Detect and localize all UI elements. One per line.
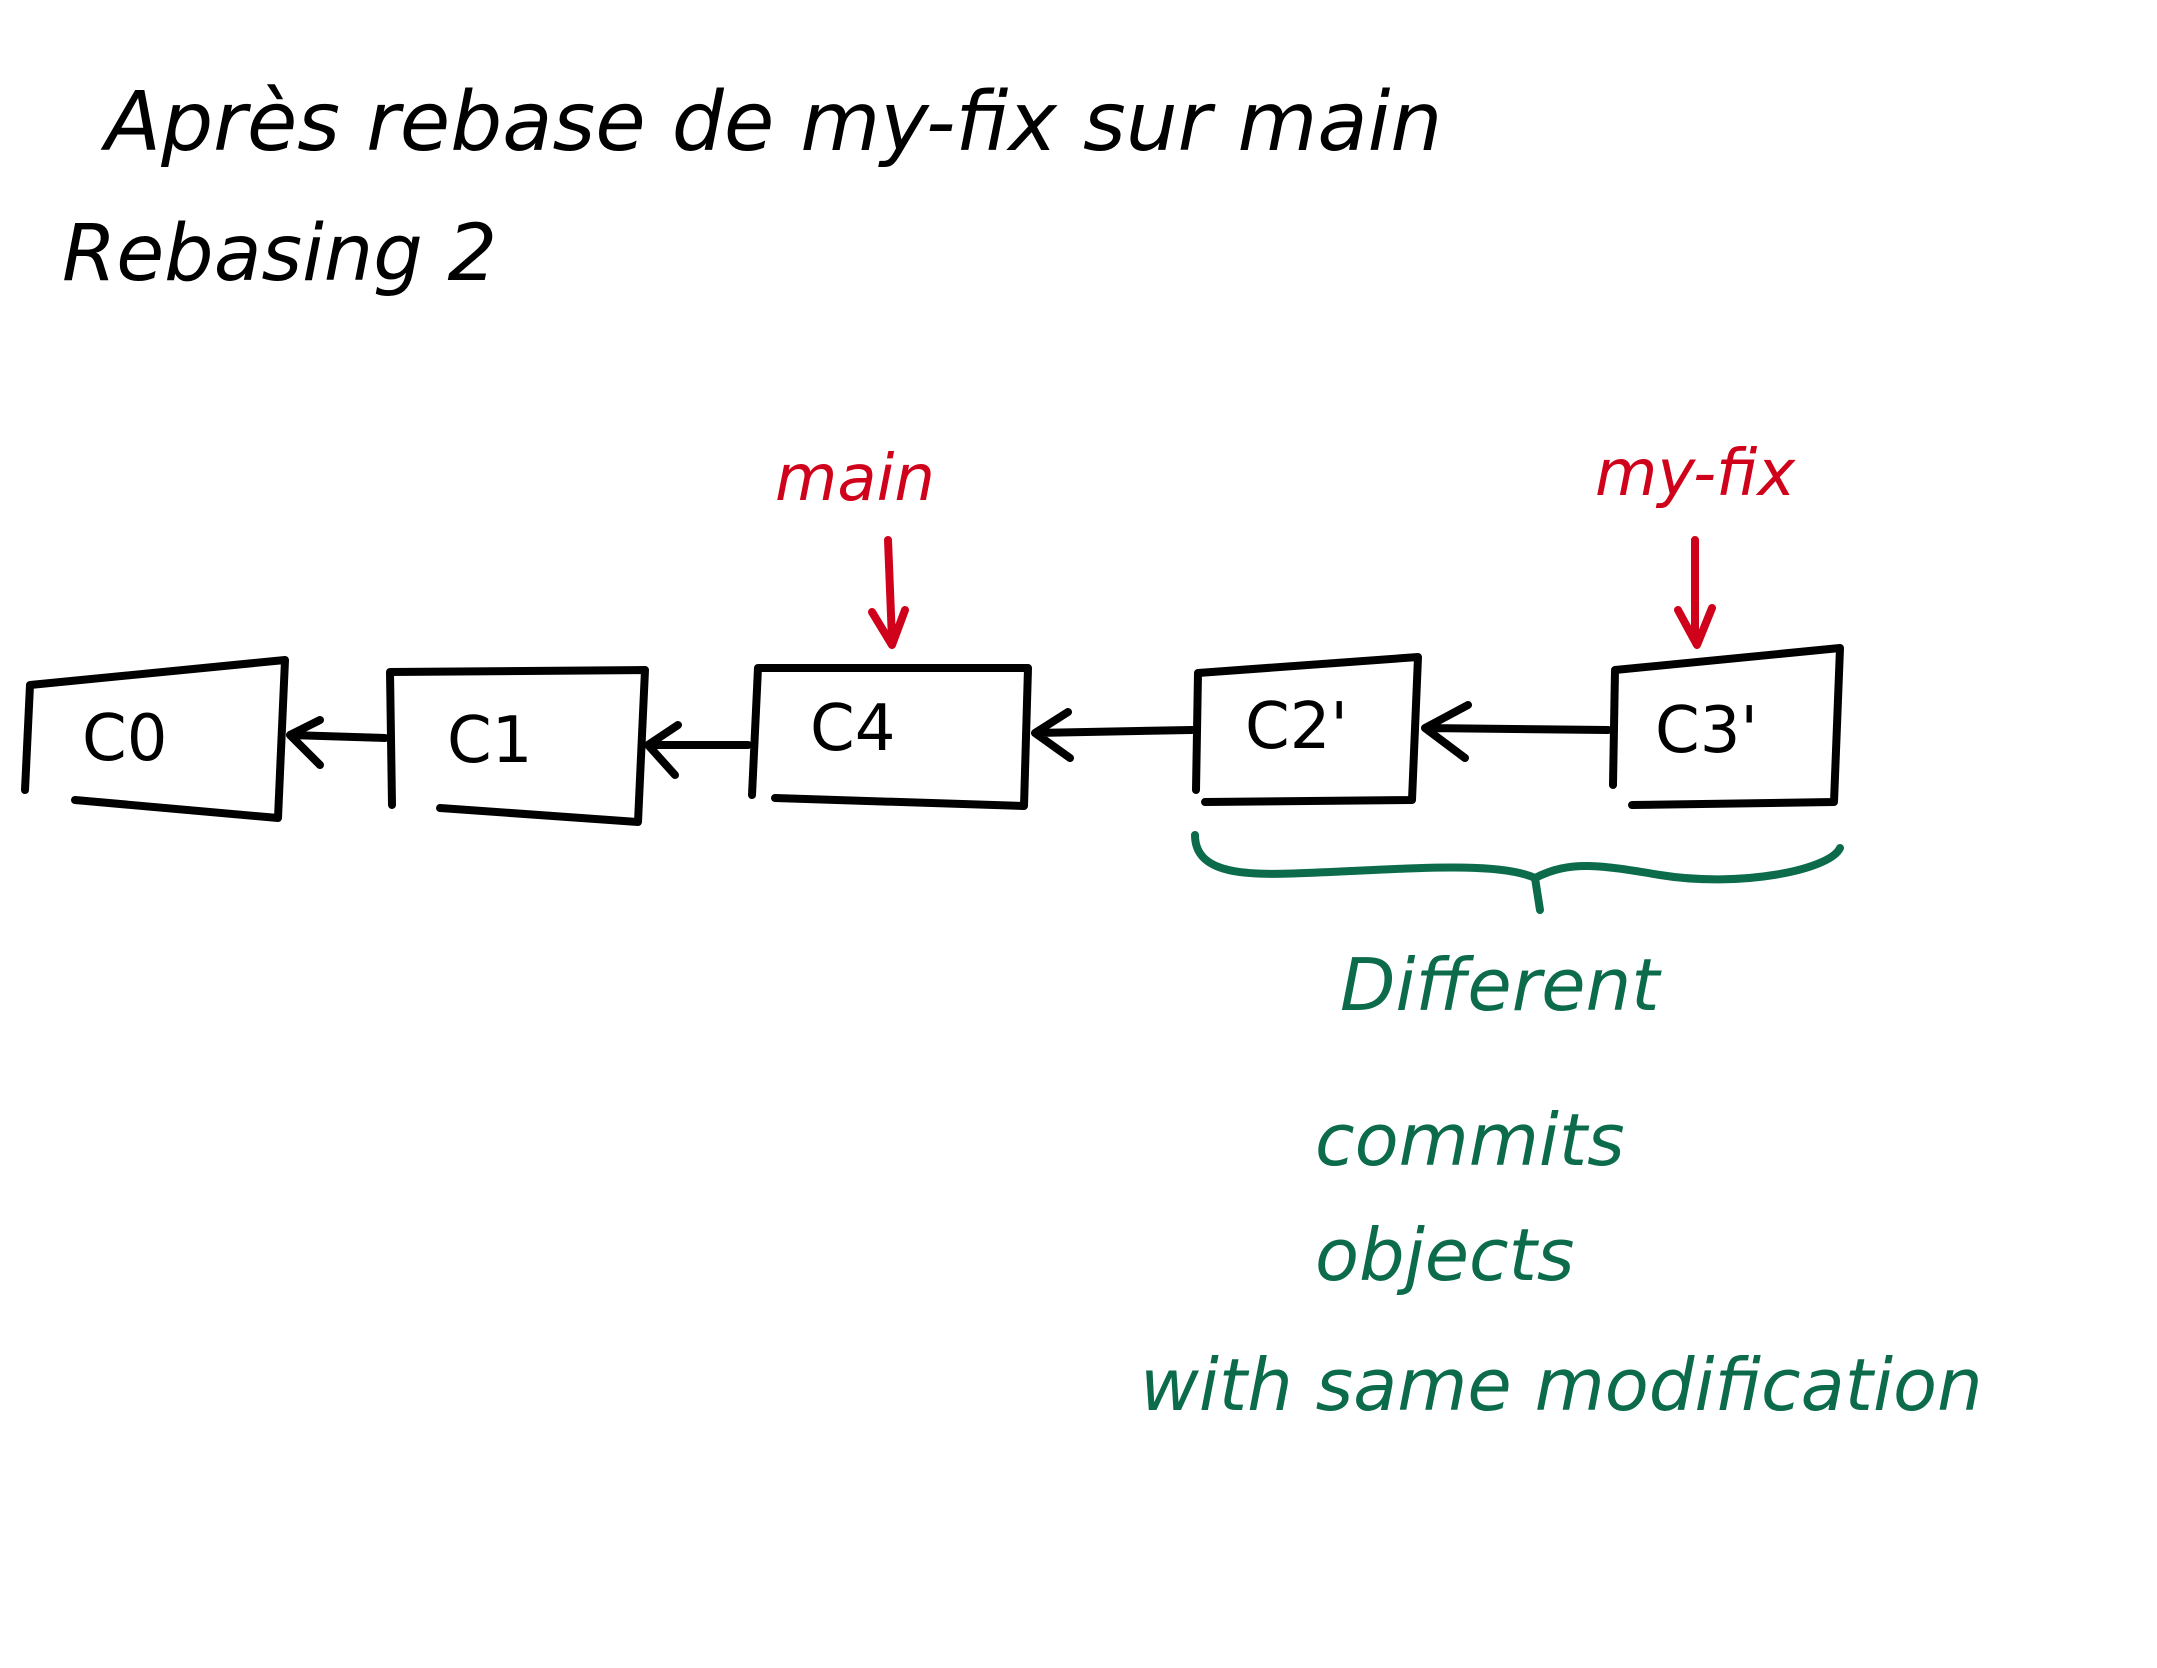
diagram-subtitle: Rebasing 2	[62, 209, 497, 299]
commit-c4: C4	[748, 664, 1032, 810]
note-line-2: commits	[1315, 1098, 1625, 1182]
commit-c1-label: C1	[447, 704, 532, 778]
arrow-c3-prime-to-c2-prime	[1421, 701, 1612, 762]
rebase-note: Different commits objects with same modi…	[1140, 943, 1983, 1427]
arrow-c4-to-c1	[644, 721, 752, 779]
branch-my-fix-pointer: my-fix	[1595, 437, 1796, 649]
branch-my-fix-label: my-fix	[1595, 437, 1796, 511]
note-line-4: with same modification	[1140, 1343, 1983, 1427]
commit-c3-prime: C3'	[1609, 644, 1844, 809]
diagram-title: Après rebase de my-fix sur main	[100, 75, 1442, 170]
arrow-c1-to-c0	[286, 716, 389, 769]
commit-c0-label: C0	[82, 702, 167, 776]
commit-c1: C1	[386, 666, 649, 826]
rebased-commits-brace	[1191, 831, 1844, 914]
commit-c4-label: C4	[810, 692, 895, 766]
commit-c0: C0	[21, 656, 289, 822]
commit-c2-prime: C2'	[1192, 653, 1422, 806]
commit-c3-prime-label: C3'	[1655, 694, 1758, 768]
arrow-c2-prime-to-c4	[1031, 708, 1196, 762]
note-line-1: Different	[1340, 943, 1662, 1027]
branch-main-pointer: main	[775, 442, 935, 649]
note-line-3: objects	[1315, 1213, 1574, 1297]
branch-main-label: main	[775, 442, 935, 516]
commit-c2-prime-label: C2'	[1245, 690, 1348, 764]
